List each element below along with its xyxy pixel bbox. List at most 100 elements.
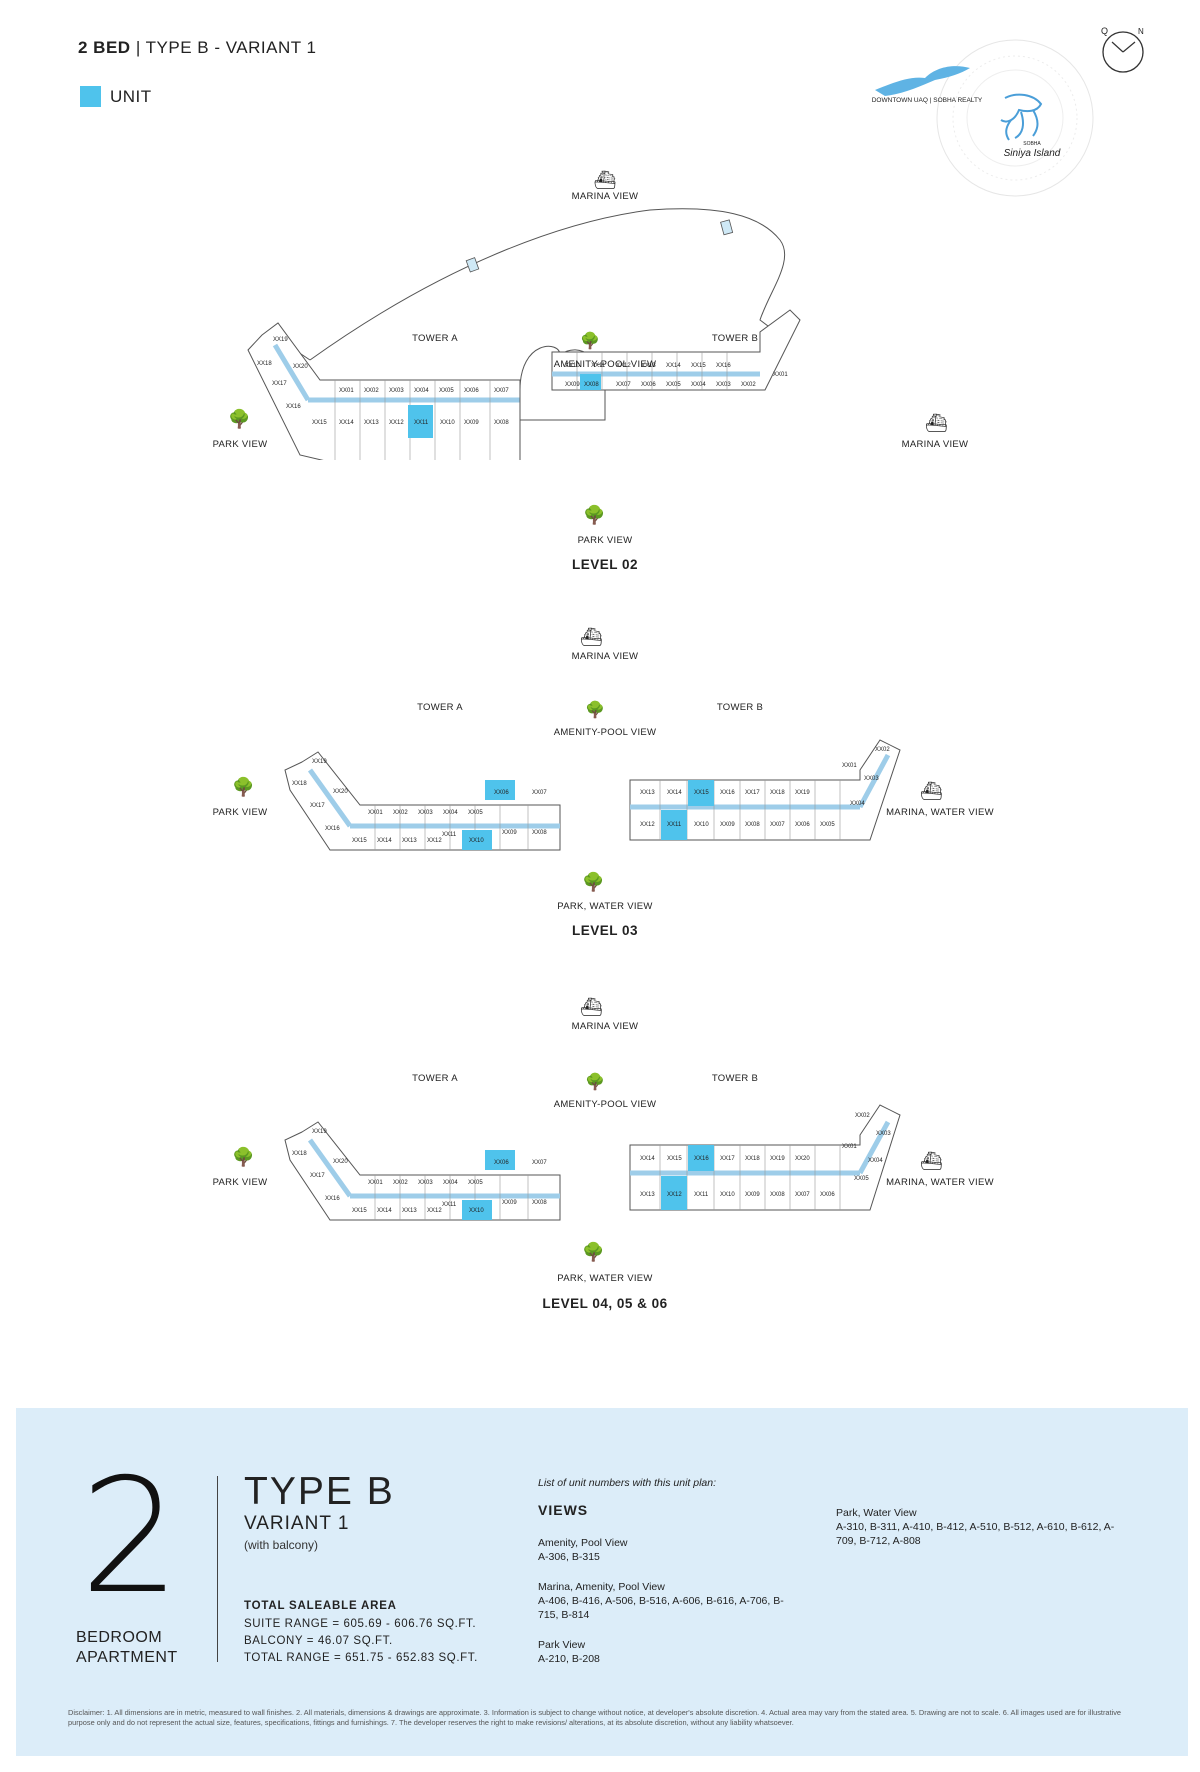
boat-icon: ⛴ [925, 413, 948, 433]
unit-label: XX05 [468, 1180, 483, 1186]
view-group: Amenity, Pool View A-306, B-315 [538, 1537, 628, 1563]
disclaimer: Disclaimer: 1. All dimensions are in met… [68, 1708, 1122, 1727]
unit-label: XX13 [364, 420, 379, 426]
unit-label: XX10 [565, 363, 580, 369]
unit-label: XX07 [616, 382, 631, 388]
unit-label: XX08 [770, 1192, 785, 1198]
unit-label: XX12 [389, 420, 404, 426]
unit-label: XX11 [442, 1202, 457, 1208]
unit-label: XX07 [770, 822, 785, 828]
unit-label: XX19 [795, 790, 810, 796]
unit-label: XX12 [640, 822, 655, 828]
unit-label: XX16 [325, 826, 340, 832]
unit-label: XX11 [442, 832, 457, 838]
level-title: LEVEL 03 [571, 923, 639, 938]
unit-label: XX13 [641, 363, 656, 369]
unit-label: XX02 [741, 382, 756, 388]
tower-b-plan [551, 309, 801, 391]
unit-label: XX08 [494, 420, 509, 426]
suite-range: SUITE RANGE = 605.69 - 606.76 SQ.FT. [244, 1618, 477, 1630]
unit-label: XX01 [842, 763, 857, 769]
view-label-left: PARK VIEW [212, 1177, 268, 1188]
unit-label: XX05 [439, 388, 454, 394]
view-label-bottom: PARK VIEW [577, 535, 633, 546]
view-group: Park View A-210, B-208 [538, 1639, 600, 1665]
unit-label: XX05 [854, 1176, 869, 1182]
park-tree-icon: 🌳 [582, 872, 605, 892]
unit-label: XX17 [720, 1156, 735, 1162]
view-label-top: MARINA VIEW [571, 1021, 639, 1032]
unit-label: XX05 [820, 822, 835, 828]
unit-label: XX20 [795, 1156, 810, 1162]
unit-label: XX02 [393, 1180, 408, 1186]
unit-label: XX19 [312, 1129, 327, 1135]
park-tree-icon: 🌳 [228, 409, 251, 429]
unit-label: XX13 [402, 1208, 417, 1214]
unit-label: XX15 [352, 1208, 367, 1214]
tower-a-label: TOWER A [412, 1073, 458, 1084]
unit-label: XX11 [591, 363, 606, 369]
location-compass: DOWNTOWN UAQ | SOBHA REALTY SOBHA Siniya… [872, 26, 1144, 197]
view-label-bottom: PARK, WATER VIEW [557, 1273, 653, 1284]
pool-tree-icon: 🌳 [580, 333, 600, 350]
type-title: TYPE B [244, 1470, 395, 1513]
unit-label: XX08 [745, 822, 760, 828]
unit-label: XX16 [720, 790, 735, 796]
balcony-area: BALCONY = 46.07 SQ.FT. [244, 1635, 393, 1647]
view-label-middle: AMENITY-POOL VIEW [553, 359, 657, 370]
legend-swatch [80, 86, 101, 107]
location-label: DOWNTOWN UAQ | SOBHA REALTY [872, 97, 983, 104]
unit-label: XX16 [325, 1196, 340, 1202]
view-group: Marina, Amenity, Pool View A-406, B-416,… [538, 1581, 784, 1621]
unit-label: XX16 [286, 404, 301, 410]
summary-panel [16, 1408, 1188, 1756]
total-range: TOTAL RANGE = 651.75 - 652.83 SQ.FT. [244, 1652, 478, 1664]
highlight-unit [580, 374, 601, 390]
unit-label: XX14 [339, 420, 354, 426]
unit-label: XX09 [502, 1200, 517, 1206]
tower-a-plan [284, 751, 561, 851]
unit-label: XX16 [694, 1156, 709, 1162]
unit-label: XX02 [875, 747, 890, 753]
unit-label: XX11 [667, 822, 682, 828]
unit-label: XX14 [667, 790, 682, 796]
park-tree-icon: 🌳 [582, 1242, 605, 1262]
unit-label: XX10 [720, 1192, 735, 1198]
tower-a-plan [247, 322, 521, 460]
boat-icon: ⛴ [580, 627, 603, 647]
highlight-unit [661, 810, 687, 840]
level-title: LEVEL 04, 05 & 06 [542, 1296, 668, 1311]
highlight-unit [485, 780, 515, 800]
view-label-top: MARINA VIEW [571, 191, 639, 202]
unit-label: XX13 [640, 1192, 655, 1198]
unit-label: XX10 [440, 420, 455, 426]
unit-label: XX15 [691, 363, 706, 369]
highlight-unit [462, 1200, 492, 1220]
tower-b-label: TOWER B [716, 702, 764, 713]
views-heading: VIEWS [538, 1502, 589, 1518]
unit-label: XX12 [616, 363, 631, 369]
unit-label: XX18 [292, 1151, 307, 1157]
unit-label: XX04 [414, 388, 429, 394]
unit-label: XX09 [464, 420, 479, 426]
compass-n: N [1138, 27, 1144, 36]
unit-label: XX03 [389, 388, 404, 394]
unit-label: XX17 [310, 803, 325, 809]
view-label-right: MARINA, WATER VIEW [886, 807, 994, 818]
park-tree-icon: 🌳 [583, 505, 606, 525]
unit-label: XX01 [368, 810, 383, 816]
unit-label: XX03 [716, 382, 731, 388]
unit-label: XX10 [469, 838, 484, 844]
divider [217, 1476, 218, 1662]
unit-label: XX01 [368, 1180, 383, 1186]
coastline-icon [875, 66, 970, 96]
unit-label: XX02 [855, 1113, 870, 1119]
unit-label: XX09 [720, 822, 735, 828]
unit-label: XX13 [640, 790, 655, 796]
unit-label: XX17 [272, 381, 287, 387]
unit-label: XX09 [502, 830, 517, 836]
unit-label: XX15 [312, 420, 327, 426]
highlight-unit [688, 780, 714, 806]
